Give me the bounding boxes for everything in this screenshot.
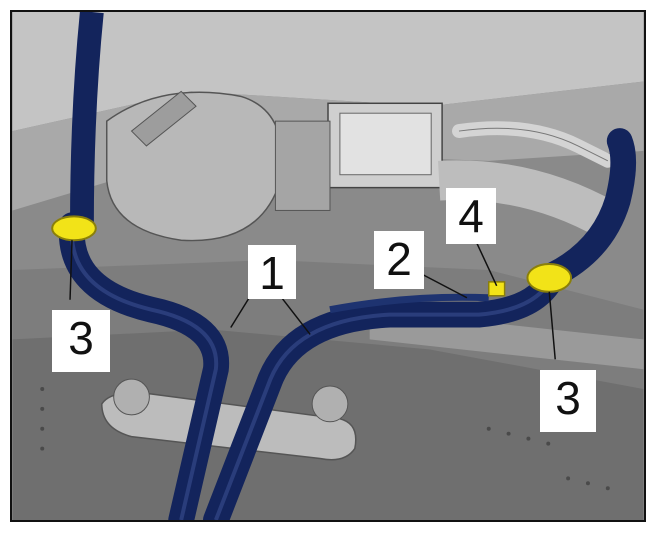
callout-4: 4: [446, 188, 496, 244]
callout-1: 1: [248, 245, 296, 299]
leader-3-left: [69, 240, 73, 300]
underbody-illustration: [12, 12, 644, 520]
leader-3-right: [548, 291, 556, 360]
top-floor-panel: [12, 12, 644, 132]
bracket-mount-right: [311, 385, 349, 423]
callout-2: 2: [374, 231, 424, 289]
coolant-hose-right-highlight: [214, 274, 556, 520]
hose-clamp-left: [51, 215, 97, 242]
rivet-pattern: [40, 387, 610, 491]
gearbox-housing: [438, 160, 618, 238]
coolant-hose-left-upper: [70, 12, 104, 226]
coolant-hose-left-highlight: [69, 225, 219, 520]
control-module-cover: [339, 112, 432, 176]
callout-1-label: 1: [259, 247, 285, 299]
reservoir-fins: [130, 90, 197, 147]
callout-2-label: 2: [386, 233, 412, 285]
callout-3-left-label: 3: [68, 312, 94, 364]
callout-4-label: 4: [458, 190, 484, 242]
bracket-mount-left: [113, 378, 150, 416]
callout-3-right: 3: [540, 370, 596, 432]
callout-3-left: 3: [52, 310, 110, 372]
hose-clamp-right: [526, 263, 573, 293]
vent-line: [329, 293, 489, 314]
callout-3-right-label: 3: [555, 372, 581, 424]
retaining-clip: [487, 281, 506, 297]
connector-block: [274, 120, 331, 211]
diagram-frame: 1 2 4 3 3: [10, 10, 646, 522]
coolant-pipe-upper-outline: [458, 127, 609, 162]
coolant-hose-right-upper: [540, 128, 637, 288]
fluid-reservoir: [105, 91, 283, 242]
